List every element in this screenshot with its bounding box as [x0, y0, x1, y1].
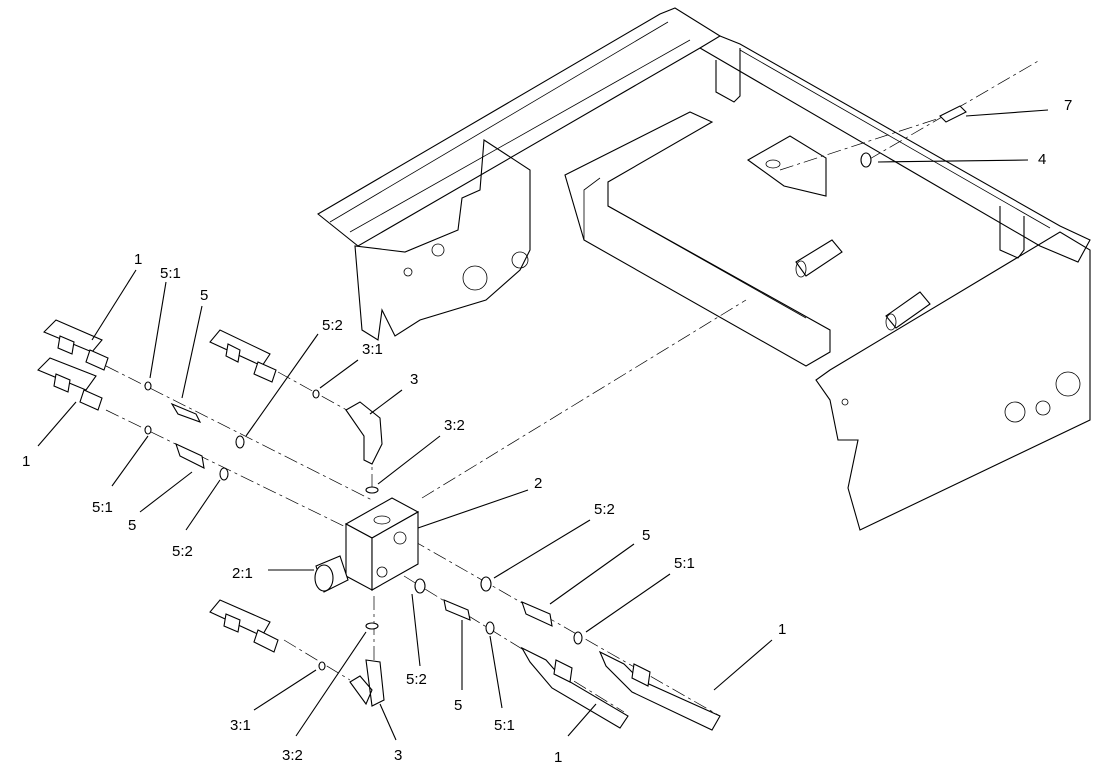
callout-5-1: 5:1 [92, 499, 113, 516]
washer-part-4 [860, 152, 872, 168]
assembly-lines [105, 59, 1041, 717]
hose-fitting-lower-left [37, 357, 103, 411]
hose-fitting-upper-center [209, 329, 277, 383]
callout-5: 5 [200, 287, 208, 304]
callout-3-2: 3:2 [282, 747, 303, 764]
callout-2-1: 2:1 [232, 565, 253, 582]
callout-7: 7 [1064, 97, 1072, 114]
callout-1: 1 [134, 251, 142, 268]
callout-3-1: 3:1 [230, 717, 251, 734]
chassis-frame [317, 7, 1091, 531]
callout-5-2: 5:2 [406, 671, 427, 688]
o-rings [144, 153, 871, 671]
callout-5-2: 5:2 [172, 543, 193, 560]
callout-5-1: 5:1 [494, 717, 515, 734]
adapter-lower-left [175, 442, 205, 469]
hose-fitting-upper-left [43, 319, 109, 371]
callout-4: 4 [1038, 151, 1046, 168]
bolt-part-7 [939, 105, 967, 123]
callout-5: 5 [642, 527, 650, 544]
adapter-right-b [521, 601, 553, 627]
callout-5-1: 5:1 [160, 265, 181, 282]
callout-3: 3 [394, 747, 402, 764]
callout-1: 1 [778, 621, 786, 638]
callout-labels: 7 4 1 5:1 5 5:2 3:1 3 3:2 1 5:1 5 5:2 2 … [22, 97, 1072, 766]
callout-3-2: 3:2 [444, 417, 465, 434]
hose-fitting-lower-right-a [520, 646, 629, 729]
callout-5: 5 [128, 517, 136, 534]
leader-lines [37, 109, 1049, 741]
elbow-lower [349, 659, 385, 707]
callout-1: 1 [22, 453, 30, 470]
adapter-right-a [443, 599, 471, 621]
valve-block-part-2 [344, 497, 420, 591]
callout-2: 2 [534, 475, 542, 492]
hose-fitting-lower-center [209, 599, 279, 653]
callout-3: 3 [410, 371, 418, 388]
callout-5-2: 5:2 [594, 501, 615, 518]
callout-1: 1 [554, 749, 562, 766]
callout-3-1: 3:1 [362, 341, 383, 358]
hose-fitting-lower-right-b [598, 650, 721, 731]
adapter-upper-left [170, 402, 202, 423]
relief-valve-part-2-1 [314, 555, 349, 593]
callout-5-2: 5:2 [322, 317, 343, 334]
elbow-upper [345, 401, 383, 465]
callout-5: 5 [454, 697, 462, 714]
callout-5-1: 5:1 [674, 555, 695, 572]
